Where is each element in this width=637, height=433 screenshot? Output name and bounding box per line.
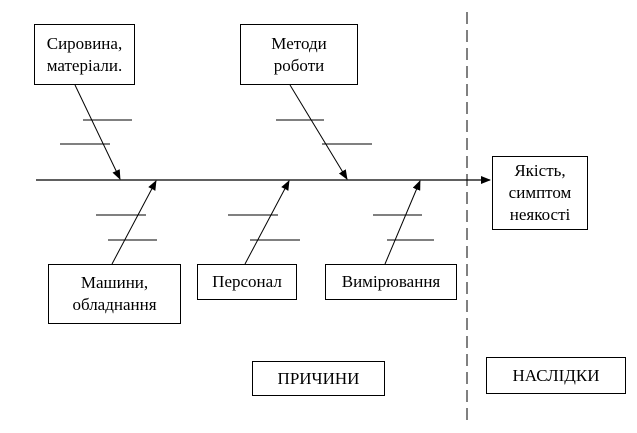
measurement-bone-arrow (384, 180, 421, 265)
cause-box-measurement: Вимірювання (325, 264, 457, 300)
effects-section-label: НАСЛІДКИ (486, 357, 626, 394)
cause-box-materials: Сировина, матеріали. (34, 24, 135, 85)
machines-bone-arrow (111, 180, 157, 265)
cause-box-methods: Методи роботи (240, 24, 358, 85)
methods-bone-arrow (289, 84, 348, 180)
cause-box-machines: Машини, обладнання (48, 264, 181, 324)
causes-section-label: ПРИЧИНИ (252, 361, 385, 396)
materials-bone-arrow (74, 84, 121, 180)
effect-box: Якість, симптом неякості (492, 156, 588, 230)
cause-box-personnel: Персонал (197, 264, 297, 300)
personnel-bone-arrow (244, 180, 290, 265)
